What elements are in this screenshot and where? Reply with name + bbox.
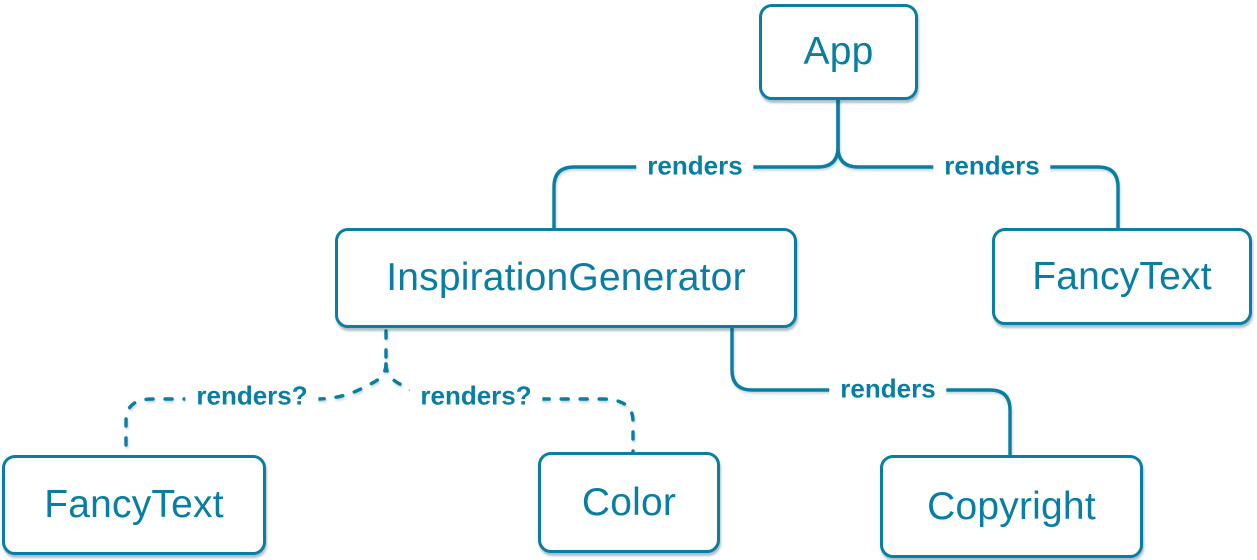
node-label-fancy-text-bottom: FancyText xyxy=(44,483,224,526)
node-color: Color xyxy=(538,452,720,553)
edge-inspiration-generator-to-fancy-text-bottom xyxy=(124,362,388,457)
edge-label-inspiration-generator-to-fancy-text-bottom: renders? xyxy=(185,382,319,411)
node-app: App xyxy=(759,4,918,100)
edge-label-inspiration-generator-to-copyright: renders xyxy=(829,375,947,404)
node-label-inspiration-generator: InspirationGenerator xyxy=(386,256,746,299)
node-label-color: Color xyxy=(581,480,677,524)
edge-label-app-to-fancy-text-top: renders xyxy=(933,152,1051,181)
node-copyright: Copyright xyxy=(880,455,1143,558)
node-label-copyright: Copyright xyxy=(927,484,1096,528)
node-label-app: App xyxy=(803,30,874,73)
edge-label-inspiration-generator-to-color: renders? xyxy=(409,382,543,411)
node-fancy-text-bottom: FancyText xyxy=(2,455,266,555)
edge-label-app-to-inspiration-generator: renders xyxy=(636,152,754,181)
node-label-fancy-text-top: FancyText xyxy=(1032,254,1212,298)
node-inspiration-generator: InspirationGenerator xyxy=(335,228,797,328)
node-fancy-text-top: FancyText xyxy=(992,228,1252,325)
